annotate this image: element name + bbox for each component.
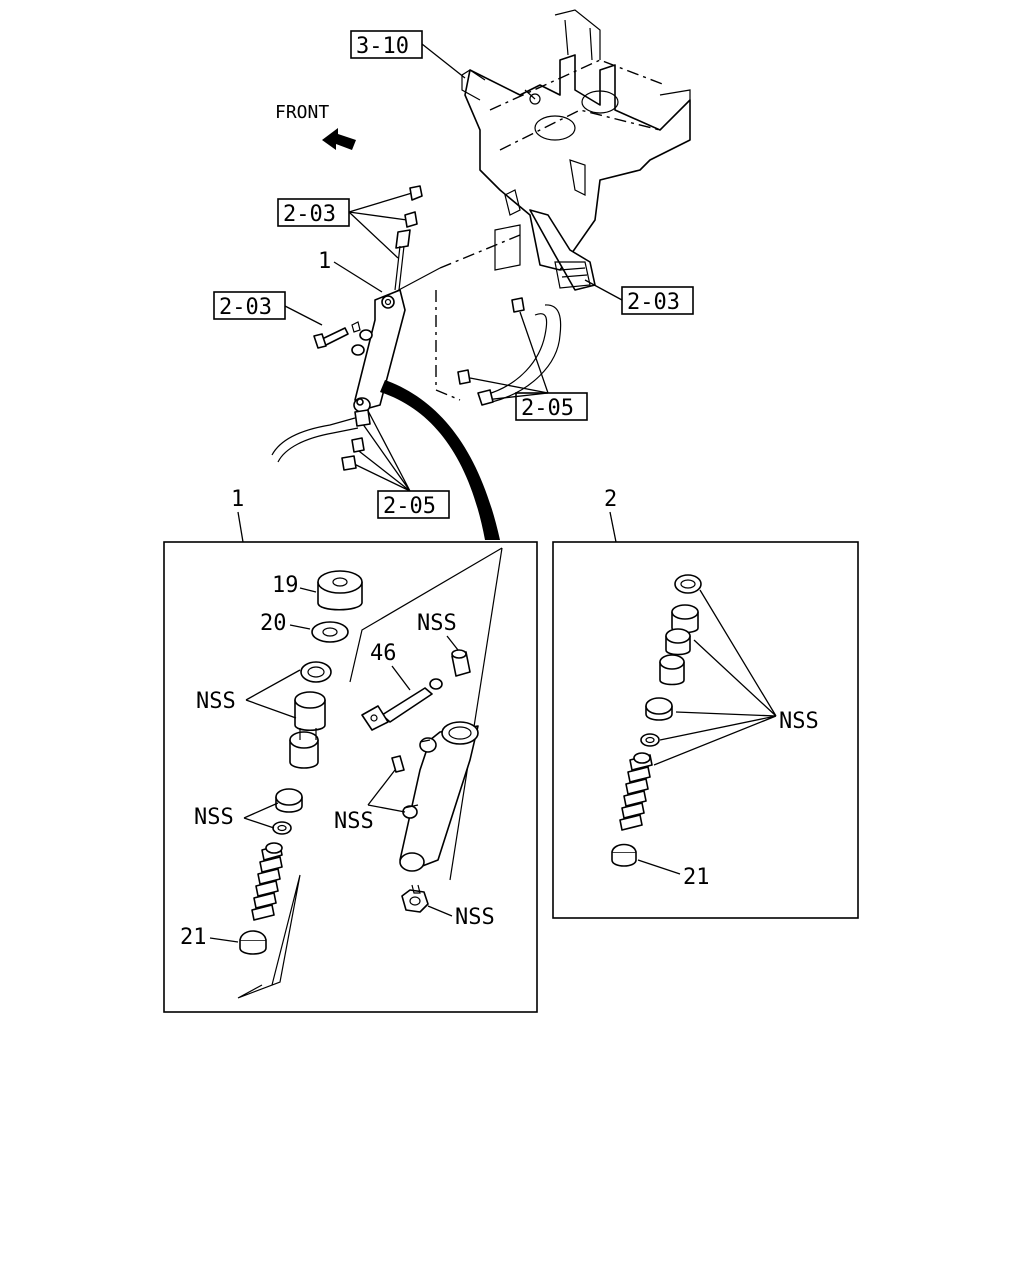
master-cylinder-upper: 1 <box>271 185 562 471</box>
part-21-label-right: 21 <box>683 865 710 890</box>
panel-1-parts: 19 20 NSS NSS <box>180 547 503 999</box>
nss-label-5: NSS <box>455 905 495 930</box>
part-20-label: 20 <box>260 611 287 636</box>
panel-2-parts: NSS 21 <box>611 574 819 890</box>
ref-label: 3-10 <box>356 34 409 59</box>
part-19-label: 19 <box>272 573 299 598</box>
nss-label-2: NSS <box>194 805 234 830</box>
ref-label: 2-05 <box>521 396 574 421</box>
detail-panel-1 <box>163 541 538 1013</box>
ref-label: 2-03 <box>627 290 680 315</box>
ref-box-2-05-bottom: 2-05 <box>349 404 450 519</box>
ref-label: 2-03 <box>219 295 272 320</box>
nss-label-1: NSS <box>196 689 236 714</box>
spring-right <box>619 752 653 831</box>
ref-box-3-10: 3-10 <box>350 30 466 79</box>
ref-box-2-03-upper: 2-03 <box>277 192 413 259</box>
front-arrow-icon <box>322 128 356 150</box>
nss-label-3: NSS <box>417 611 457 636</box>
pedal-bracket <box>461 9 691 291</box>
detail-curve-arrow <box>380 380 500 540</box>
nss-label-6: NSS <box>779 709 819 734</box>
callout-1-panel: 1 <box>231 487 244 512</box>
callout-2-panel: 2 <box>604 487 617 512</box>
front-label: FRONT <box>275 102 329 123</box>
ref-label: 2-03 <box>283 202 336 227</box>
ref-label: 2-05 <box>383 494 436 519</box>
ref-box-2-03-left: 2-03 <box>213 291 323 326</box>
callout-1-top: 1 <box>318 249 331 274</box>
ref-box-2-05-middle: 2-05 <box>469 311 588 421</box>
nss-label-4: NSS <box>334 809 374 834</box>
spring-left <box>251 842 283 921</box>
part-46-label: 46 <box>370 641 397 666</box>
part-21-label-left: 21 <box>180 925 207 950</box>
ref-box-2-03-right: 2-03 <box>584 279 694 315</box>
